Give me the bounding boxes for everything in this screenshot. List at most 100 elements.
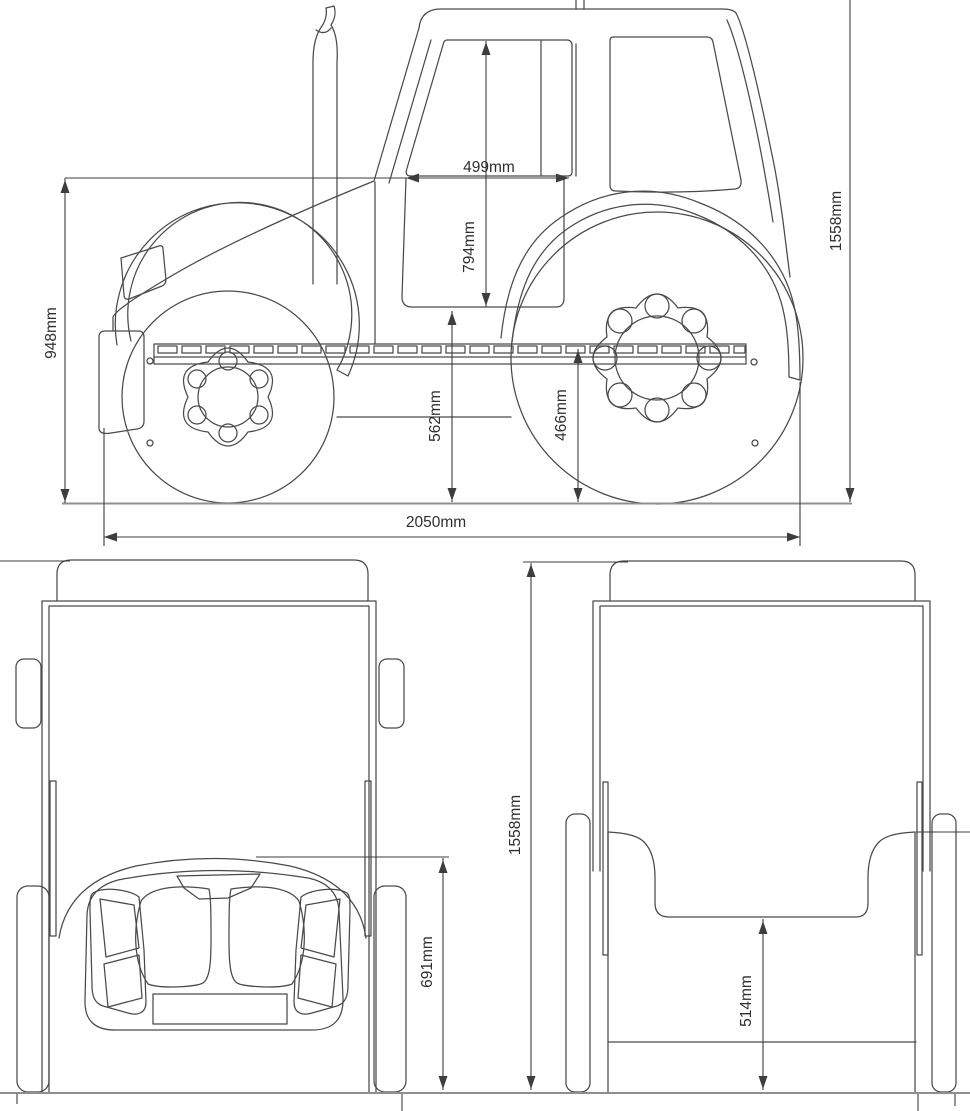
exhaust-stack — [312, 5, 338, 285]
rear-fender — [500, 190, 801, 381]
rear-hub-flower — [592, 293, 722, 423]
overall-height-label: 1558mm — [828, 191, 845, 251]
front-rim-hole-upper — [146, 357, 154, 365]
rear-view-labels: 1558mm 514mm — [507, 795, 755, 1027]
door-window — [405, 39, 577, 177]
rear-rim-hole-lower — [751, 439, 759, 447]
side-view-labels: 948mm 499mm 794mm 1558mm 562mm 466mm 205… — [43, 159, 845, 531]
arrow-up — [481, 42, 491, 55]
rear-view-arrows — [526, 564, 768, 1089]
front-weight — [98, 330, 145, 435]
floor-height-label: 562mm — [427, 390, 444, 442]
front-view: 691mm — [0, 559, 449, 1111]
front-hood-height-label: 691mm — [419, 936, 436, 988]
arrow-down — [845, 488, 855, 501]
step-height-label: 466mm — [553, 389, 570, 441]
arrow-up — [60, 180, 70, 193]
cab-roof — [418, 8, 737, 29]
rear-hub-bore — [614, 315, 700, 401]
handrail-left — [602, 781, 609, 956]
arrow-right — [787, 532, 800, 542]
arrow-down — [526, 1076, 536, 1089]
mirror-left — [15, 658, 42, 729]
headlight-left-upper — [99, 898, 140, 958]
grille-panel — [84, 869, 344, 1031]
arrow-up — [438, 860, 448, 873]
front-view-drawing — [15, 559, 407, 1094]
roof-antenna — [575, 0, 585, 10]
fender-deck — [607, 831, 916, 918]
door-panel — [401, 177, 565, 308]
arrow-down — [438, 1076, 448, 1089]
front-fender — [114, 201, 360, 377]
door-width-label: 499mm — [463, 159, 515, 176]
front-view-labels: 691mm — [419, 936, 436, 988]
front-view-arrows — [438, 860, 448, 1089]
front-bolt-holes — [187, 351, 269, 443]
roof-rear — [609, 560, 916, 602]
grille-petal-right — [228, 886, 305, 988]
rear-wheel-left — [565, 813, 591, 1093]
front-rim-hole-lower — [146, 439, 154, 447]
front-tire — [121, 290, 335, 504]
headlight-left-lower — [103, 954, 143, 1008]
windshield-pillar — [373, 27, 432, 345]
rear-wheel-right — [931, 813, 957, 1093]
side-view: 948mm 499mm 794mm 1558mm 562mm 466mm 205… — [43, 0, 855, 546]
running-board-treads — [157, 345, 746, 354]
fender-sides — [607, 831, 916, 1093]
arrow-up — [573, 350, 583, 363]
side-view-arrows — [60, 42, 855, 542]
rear-window — [609, 36, 742, 193]
bumper-plate — [152, 993, 288, 1025]
front-hub-flower — [183, 347, 273, 447]
rear-bolt-holes — [592, 293, 722, 423]
rear-pillar — [726, 12, 791, 278]
arrow-down — [758, 1076, 768, 1089]
hood-outline — [112, 180, 375, 332]
headlight-right-outline — [293, 888, 351, 1015]
rear-view: 1558mm 514mm — [507, 560, 970, 1111]
body-inner — [599, 605, 924, 872]
body-outer — [592, 600, 931, 872]
door-height-label: 794mm — [461, 221, 478, 273]
overall-length-label: 2050mm — [406, 514, 466, 531]
rear-overall-height-label: 1558mm — [507, 795, 524, 855]
front-view-dimensions — [0, 560, 449, 1111]
mirror-right — [378, 658, 405, 729]
arrow-down — [60, 489, 70, 502]
arrow-up — [526, 564, 536, 577]
rear-tire — [510, 211, 804, 505]
hood-side-vent — [120, 245, 167, 300]
handrail-right — [916, 781, 923, 956]
side-view-drawing — [98, 0, 804, 505]
arrow-left — [104, 532, 117, 542]
arrow-right — [556, 173, 569, 183]
front-wheel-left — [16, 885, 50, 1093]
handrail-left — [49, 780, 57, 937]
headlight-left-outline — [89, 888, 147, 1015]
front-hub-bore — [197, 366, 259, 428]
arrow-down — [481, 293, 491, 306]
arrow-up — [447, 312, 457, 325]
arrow-up — [758, 921, 768, 934]
grille-petal-left — [135, 886, 212, 988]
front-wheel-right — [373, 885, 407, 1093]
body-outer — [41, 600, 377, 1094]
rear-view-dimensions — [523, 561, 970, 1111]
rear-rim-hole-upper — [750, 358, 758, 366]
arrow-down — [447, 488, 457, 501]
handrail-right — [364, 780, 372, 937]
hood-height-label: 948mm — [43, 307, 60, 359]
side-view-dimensions — [64, 0, 851, 546]
body-inner — [48, 605, 370, 1094]
headlight-right-upper — [300, 898, 341, 958]
rear-deck-height-label: 514mm — [738, 975, 755, 1027]
arrow-down — [573, 488, 583, 501]
arrow-left — [406, 173, 419, 183]
rear-view-drawing — [565, 560, 957, 1093]
intake-vent — [176, 873, 261, 900]
roof-front — [56, 559, 369, 602]
